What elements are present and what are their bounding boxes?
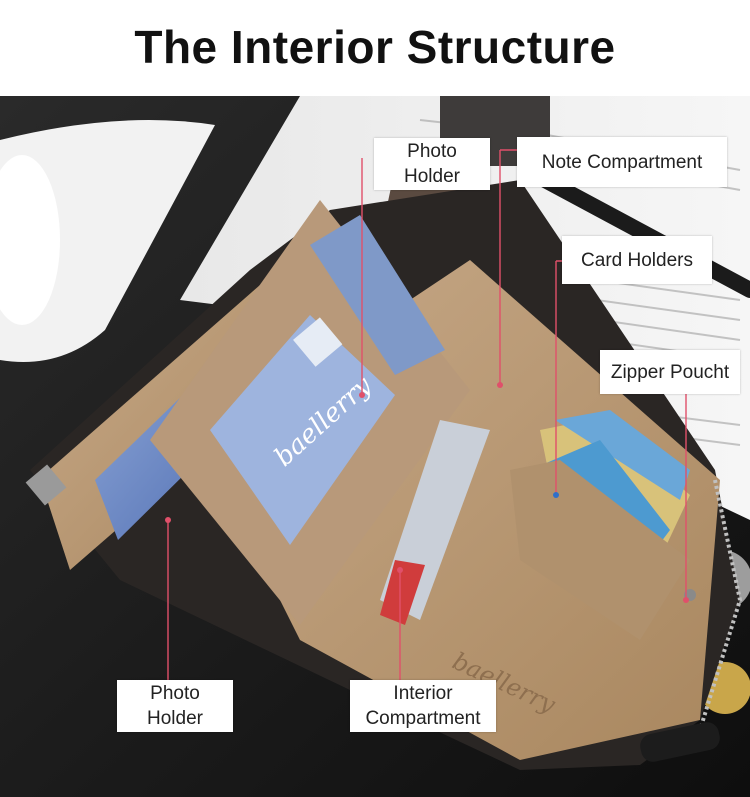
interior-card-edge: [380, 560, 425, 625]
callout-zipper-pouch: Zipper Poucht: [600, 350, 740, 394]
callout-interior-compartment-label: Interior Compartment: [365, 683, 481, 729]
zipper-teeth: [698, 479, 743, 731]
callout-photo-holder-bottom: Photo Holder: [117, 680, 233, 732]
callout-photo-holder-top-label: Photo Holder: [404, 141, 460, 187]
callout-card-holders-label: Card Holders: [581, 249, 693, 271]
title-bar: The Interior Structure: [0, 0, 750, 96]
pointer-dot-card-holders: [553, 492, 559, 498]
ceramic-cup: [0, 155, 60, 325]
callout-card-holders: Card Holders: [562, 236, 712, 284]
photo-holder-window: [210, 315, 395, 545]
qr-code: [293, 317, 343, 367]
callout-note-compartment-label: Note Compartment: [541, 151, 703, 173]
card-blue-1: [555, 410, 690, 500]
callout-note-compartment: Note Compartment: [517, 137, 727, 187]
wallet-photo-illustration: baellerry baellerry: [0, 96, 750, 797]
callout-interior-compartment: Interior Compartment: [350, 680, 496, 732]
callout-zipper-pouch-label: Zipper Poucht: [610, 361, 730, 383]
wallet-photo: baellerry baellerry: [0, 96, 750, 797]
metal-clip: [25, 464, 67, 506]
zipper-pull: [640, 722, 720, 762]
callout-photo-holder-bottom-label: Photo Holder: [147, 683, 203, 729]
center-card-slot: [310, 215, 445, 375]
page-title: The Interior Structure: [134, 21, 616, 73]
pointer-lines: [167, 149, 687, 680]
ceramic-object: [0, 120, 215, 362]
card-holder-pocket: [510, 460, 690, 640]
callout-photo-holder-top: Photo Holder: [374, 138, 490, 190]
pointer-dots: [165, 382, 689, 603]
pen: [537, 172, 750, 298]
